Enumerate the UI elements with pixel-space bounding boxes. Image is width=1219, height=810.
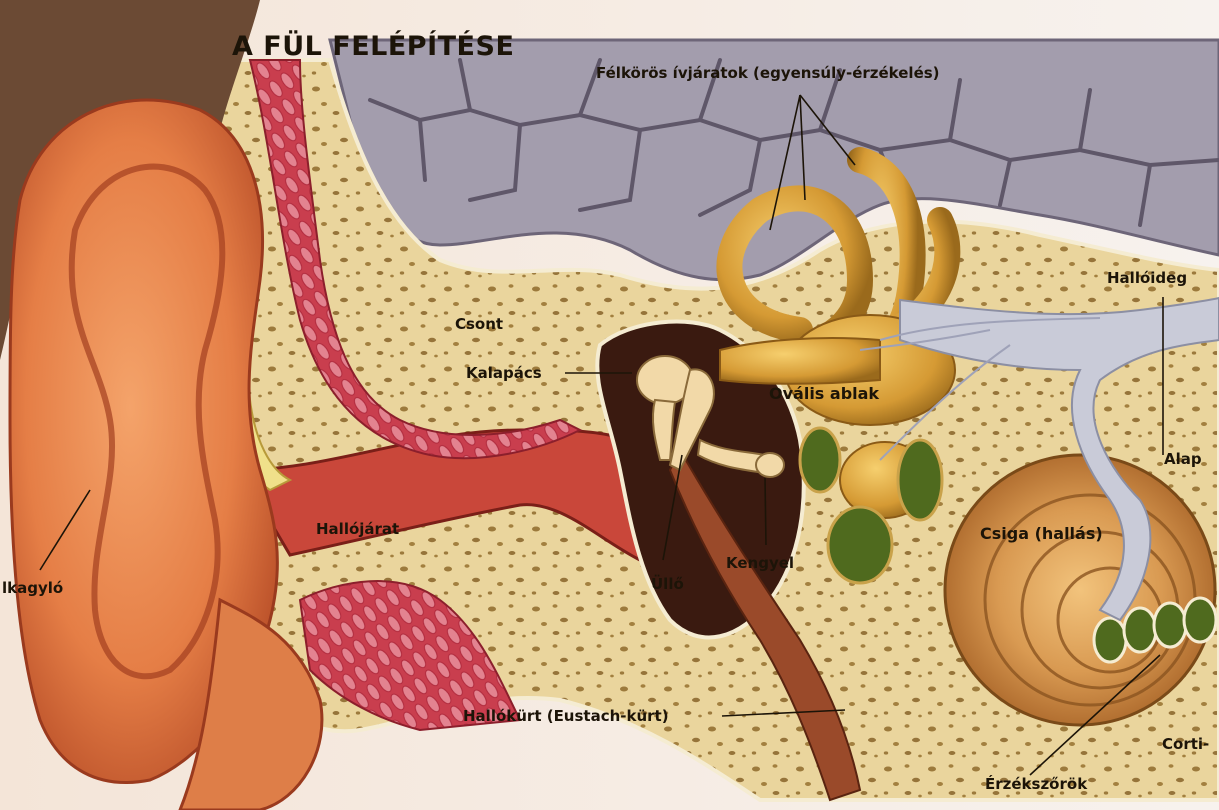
utricle-tube (720, 338, 880, 384)
label-eustachian-tube: Hallókürt (Eustach-kürt) (463, 709, 669, 724)
label-auricle: lkagyló (2, 581, 63, 596)
label-hammer: Kalapács (466, 366, 542, 381)
leader-stirrup (765, 478, 766, 545)
label-auditory-nerve: Hallóideg (1107, 271, 1187, 286)
label-basilar: Alap (1164, 452, 1202, 467)
label-anvil: Üllő (651, 577, 684, 592)
label-oval-window: Ovális ablak (769, 386, 879, 402)
label-corti: Corti- (1162, 737, 1209, 752)
page-title: A FÜL FELÉPÍTÉSE (232, 33, 514, 60)
label-ear-canal: Hallójárat (316, 522, 399, 537)
label-bone: Csont (455, 317, 503, 332)
label-receptors: Érzékszőrök (985, 777, 1087, 792)
label-cochlea: Csiga (hallás) (980, 526, 1103, 542)
label-semicircular-canals: Félkörös ívjáratok (egyensúly-érzékelés) (596, 66, 940, 81)
label-stirrup: Kengyel (726, 556, 794, 571)
